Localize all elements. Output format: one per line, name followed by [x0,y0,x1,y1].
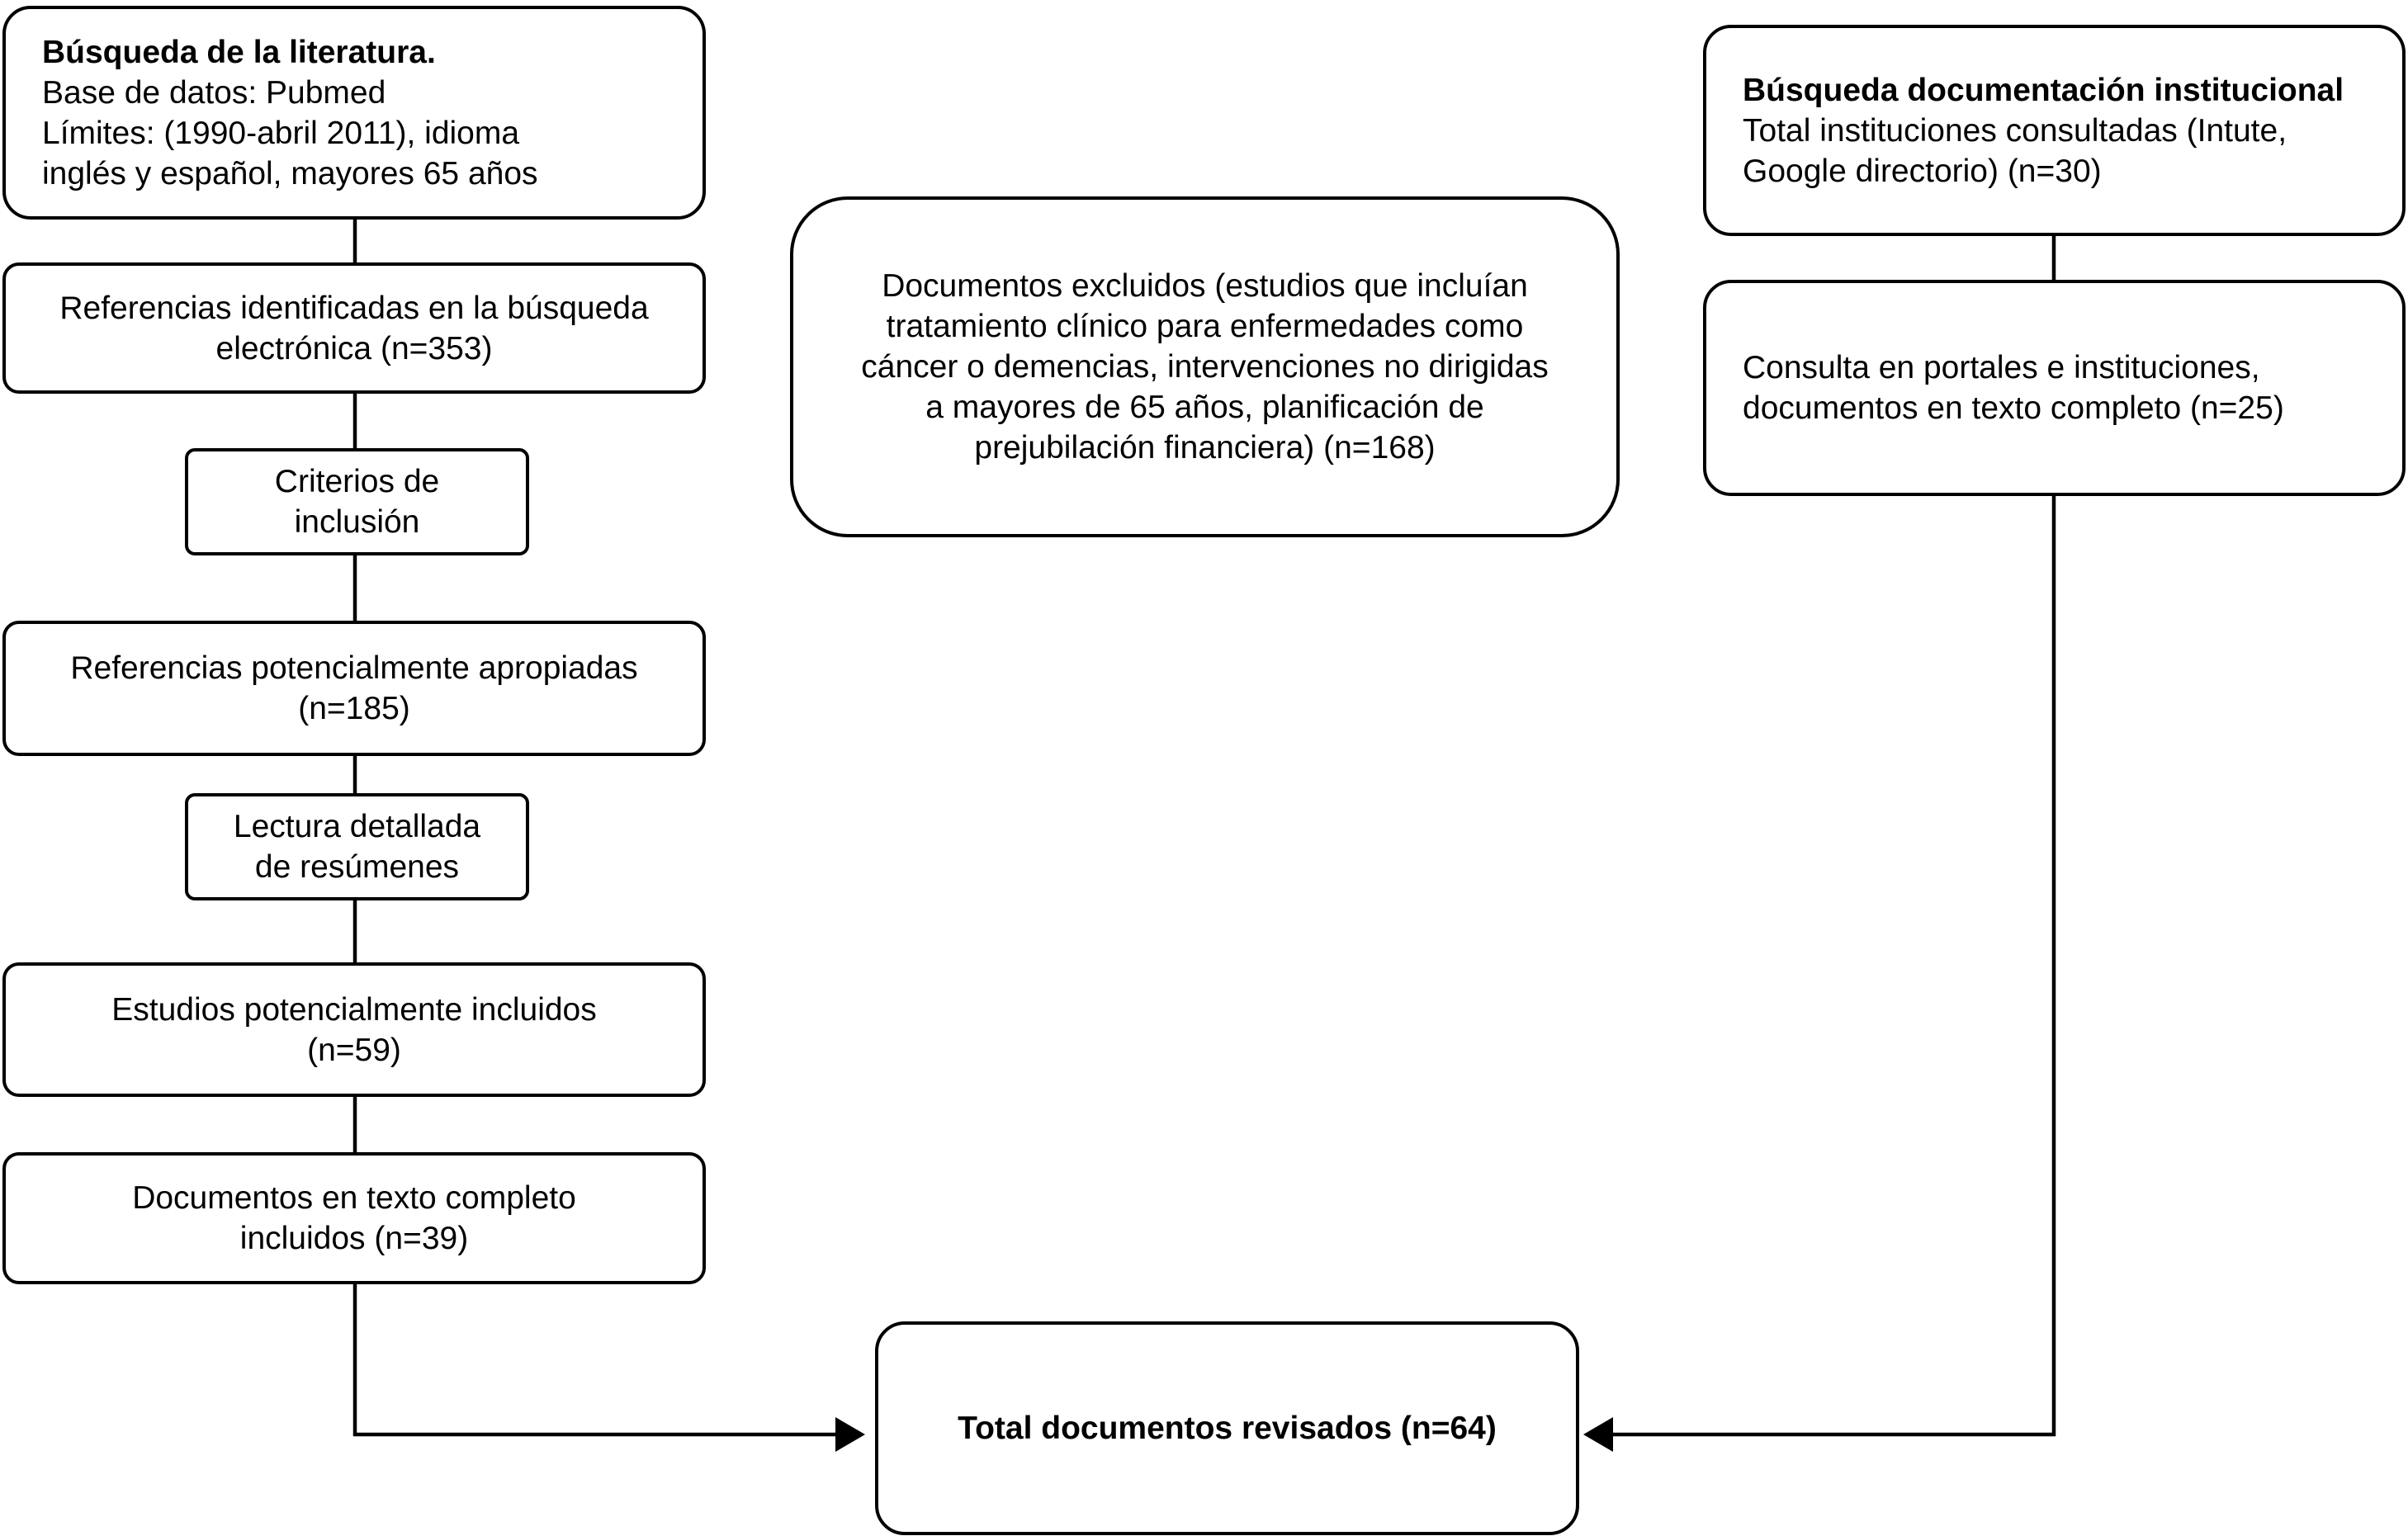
potentially-included-box: Estudios potencialmente incluidos (n=59) [2,962,706,1097]
excluded-documents-line: prejubilación financiera) (n=168) [974,430,1436,466]
potentially-included-line: (n=59) [307,1032,401,1068]
inclusion-criteria-line: Criterios de [274,464,440,499]
institutional-search-box: Búsqueda documentación institucional Tot… [1703,25,2406,236]
literature-search-line: Límites: (1990-abril 2011), idioma [42,115,520,151]
full-text-included-line: incluidos (n=39) [239,1221,469,1256]
full-text-included-line: Documentos en texto completo [132,1180,576,1216]
potentially-appropriate-line: (n=185) [298,691,410,726]
potentially-appropriate-box: Referencias potencialmente apropiadas (n… [2,621,706,756]
excluded-documents-line: tratamiento clínico para enfermedades co… [886,309,1524,344]
excluded-documents-line: Documentos excluidos (estudios que inclu… [882,268,1528,304]
excluded-documents-line: cáncer o demencias, intervenciones no di… [861,349,1549,385]
literature-search-line: Base de datos: Pubmed [42,74,386,111]
potentially-included-line: Estudios potencialmente incluidos [111,991,597,1028]
total-reviewed-label: Total documentos revisados (n=64) [958,1411,1497,1446]
institutional-search-line: Total instituciones consultadas (Intute, [1743,112,2287,149]
institutional-search-line: Google directorio) (n=30) [1743,153,2102,189]
inclusion-criteria-box: Criterios de inclusión [185,448,529,555]
arrow-head-right [1583,1417,1613,1452]
literature-search-line: inglés y español, mayores 65 años [42,155,538,191]
potentially-appropriate-line: Referencias potencialmente apropiadas [70,650,638,686]
institutional-portals-line: documentos en texto completo (n=25) [1743,390,2284,426]
arrow-head-left [835,1417,865,1452]
identified-references-line: Referencias identificadas en la búsqueda [59,290,649,326]
inclusion-criteria-line: inclusión [294,504,420,540]
total-reviewed-box: Total documentos revisados (n=64) [875,1321,1579,1535]
abstract-reading-box: Lectura detallada de resúmenes [185,793,529,900]
abstract-reading-line: Lectura detallada [233,809,481,844]
institutional-search-title: Búsqueda documentación institucional [1743,72,2344,108]
identified-references-line: electrónica (n=353) [215,330,493,366]
abstract-reading-line: de resúmenes [254,849,460,885]
excluded-documents-line: a mayores de 65 años, planificación de [925,390,1484,425]
institutional-portals-box: Consulta en portales e instituciones, do… [1703,280,2406,496]
excluded-documents-box: Documentos excluidos (estudios que inclu… [790,196,1620,537]
literature-search-box: Búsqueda de la literatura. Base de datos… [2,6,706,220]
identified-references-box: Referencias identificadas en la búsqueda… [2,262,706,394]
full-text-included-box: Documentos en texto completo incluidos (… [2,1152,706,1284]
institutional-portals-line: Consulta en portales e instituciones, [1743,350,2260,385]
literature-search-title: Búsqueda de la literatura. [42,34,436,70]
